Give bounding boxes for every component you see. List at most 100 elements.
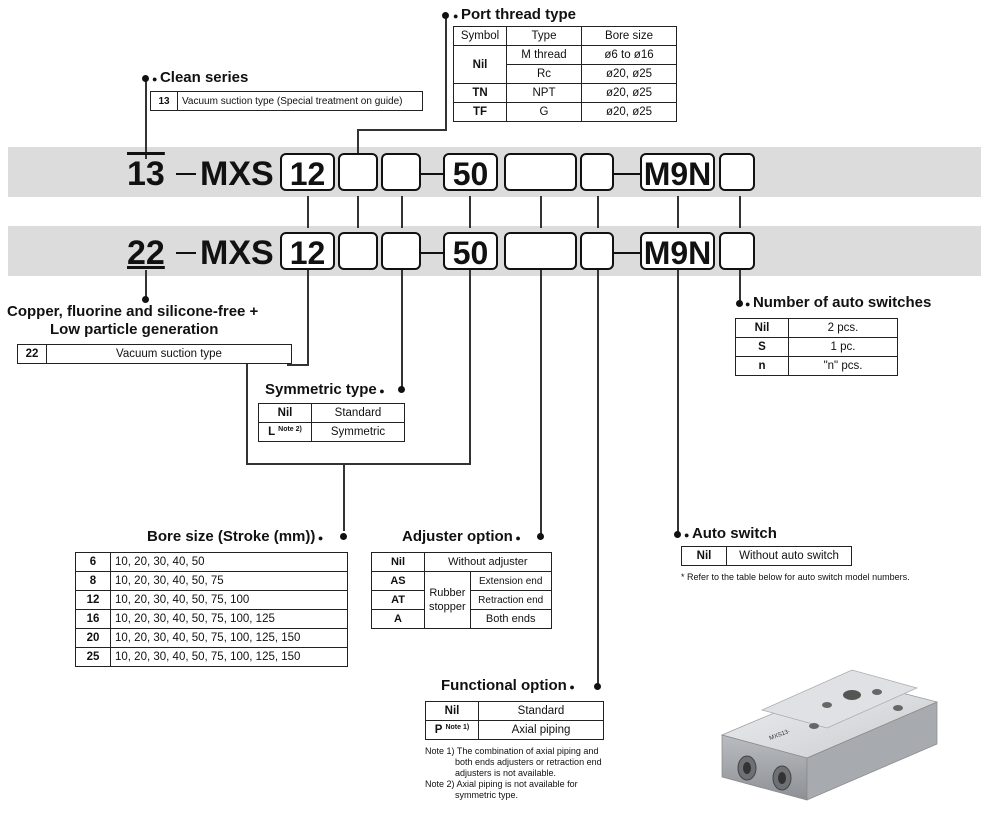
desc-cell: Symmetric: [311, 422, 405, 442]
bore-size-title: Bore size (Stroke (mm)) ●: [147, 528, 324, 545]
connector-sym: [401, 270, 403, 390]
link-num: [739, 196, 741, 228]
table-row: 13 Vacuum suction type (Special treatmen…: [150, 91, 423, 111]
desc-cell: Both ends: [469, 609, 552, 629]
link-func: [597, 196, 599, 228]
desc-cell: "n" pcs.: [788, 356, 898, 376]
link-port: [357, 196, 359, 228]
dash: [614, 252, 640, 254]
functional-title: Functional option ●: [441, 677, 575, 694]
bullet-dot: ●: [152, 74, 160, 84]
strokes-cell: 10, 20, 30, 40, 50: [110, 552, 348, 572]
bore-box-top: 12: [280, 153, 335, 192]
code-cell: Nil: [681, 546, 727, 566]
code-cell: S: [735, 337, 789, 357]
connector-func: [597, 270, 599, 686]
connector-stroke-d: [343, 463, 345, 531]
bullet-dot: ●: [453, 11, 461, 21]
desc-cell: Retraction end: [469, 590, 552, 610]
prefix-22: 22: [127, 234, 165, 272]
bore-box-bottom: 12: [280, 232, 335, 271]
link-stroke: [469, 196, 471, 228]
adj-box-bottom: [504, 232, 577, 270]
sym-box-bottom: [381, 232, 421, 270]
connector-dot: [142, 75, 149, 82]
connector-copper: [145, 270, 147, 300]
symmetric-table: Nil Standard L Note 2) Symmetric: [258, 403, 405, 442]
bore-cell: 25: [75, 647, 111, 667]
adjuster-title: Adjuster option ●: [402, 528, 521, 545]
copper-free-table: 22 Vacuum suction type: [17, 344, 292, 364]
code-cell: AT: [371, 590, 425, 610]
table-row: P Note 1) Axial piping: [425, 720, 604, 740]
desc-cell: Vacuum suction type: [46, 344, 292, 364]
type-cell: M thread: [506, 45, 582, 65]
code-cell: n: [735, 356, 789, 376]
auto-switch-title: ● Auto switch: [684, 525, 777, 542]
connector-stroke-c: [469, 270, 471, 465]
switch-box-top: M9N: [640, 153, 715, 192]
func-box-top: [580, 153, 614, 191]
code-cell: P Note 1): [425, 720, 479, 740]
strokes-cell: 10, 20, 30, 40, 50, 75, 100, 125: [110, 609, 348, 629]
bore-cell: 6: [75, 552, 111, 572]
table-row: 22 Vacuum suction type: [17, 344, 292, 364]
connector-dot: [340, 533, 347, 540]
group-label: Rubber: [429, 587, 466, 599]
type-cell: G: [506, 102, 582, 122]
port-thread-title: ● Port thread type: [453, 6, 576, 23]
bore-cell: ø20, ø25: [581, 83, 677, 103]
connector-port: [445, 18, 447, 130]
header-cell: Bore size: [581, 26, 677, 46]
desc-cell: Standard: [311, 403, 405, 423]
table-row: Nil M thread ø6 to ø16: [453, 45, 677, 84]
desc-cell: Extension end: [469, 571, 552, 591]
bore-cell: 20: [75, 628, 111, 648]
code-cell: A: [371, 609, 425, 629]
table-row: Nil Standard: [425, 701, 604, 721]
port-thread-table: Symbol Type Bore size Nil M thread ø6 to…: [453, 26, 677, 122]
port-box-bottom: [338, 232, 378, 270]
type-cell: NPT: [506, 83, 582, 103]
note-ref: Note 1): [445, 724, 470, 731]
dash: [421, 252, 443, 254]
bore-cell: ø20, ø25: [581, 102, 677, 122]
dash: [614, 173, 640, 175]
code-cell: 22: [17, 344, 47, 364]
strokes-cell: 10, 20, 30, 40, 50, 75, 100, 125, 150: [110, 628, 348, 648]
note-1a: Note 1) The combination of axial piping …: [425, 746, 599, 756]
code-cell: Nil: [425, 701, 479, 721]
bullet-dot: ●: [376, 386, 385, 396]
connector-clean: [145, 79, 147, 159]
table-row: Nil Standard: [258, 403, 405, 423]
table-row: L Note 2) Symmetric: [258, 422, 405, 442]
table-row: Symbol Type Bore size: [453, 26, 677, 46]
func-box-bottom: [580, 232, 614, 270]
dash: [176, 252, 196, 254]
bullet-dot: ●: [315, 533, 324, 543]
prefix-13: 13: [127, 155, 165, 193]
dash: [176, 173, 196, 175]
connector-dot: [398, 386, 405, 393]
code-text: L: [268, 426, 275, 438]
type-cell: Rc: [506, 64, 582, 84]
link-sym: [401, 196, 403, 228]
stroke-box-bottom: 50: [443, 232, 498, 271]
strokes-cell: 10, 20, 30, 40, 50, 75, 100, 125, 150: [110, 647, 348, 667]
note-1c: adjusters is not available.: [455, 768, 557, 778]
desc-cell: Vacuum suction type (Special treatment o…: [177, 91, 423, 111]
desc-cell: Without auto switch: [726, 546, 852, 566]
desc-cell: Standard: [478, 701, 604, 721]
header-cell: Symbol: [453, 26, 507, 46]
switch-box-bottom: M9N: [640, 232, 715, 271]
dash: [421, 173, 443, 175]
